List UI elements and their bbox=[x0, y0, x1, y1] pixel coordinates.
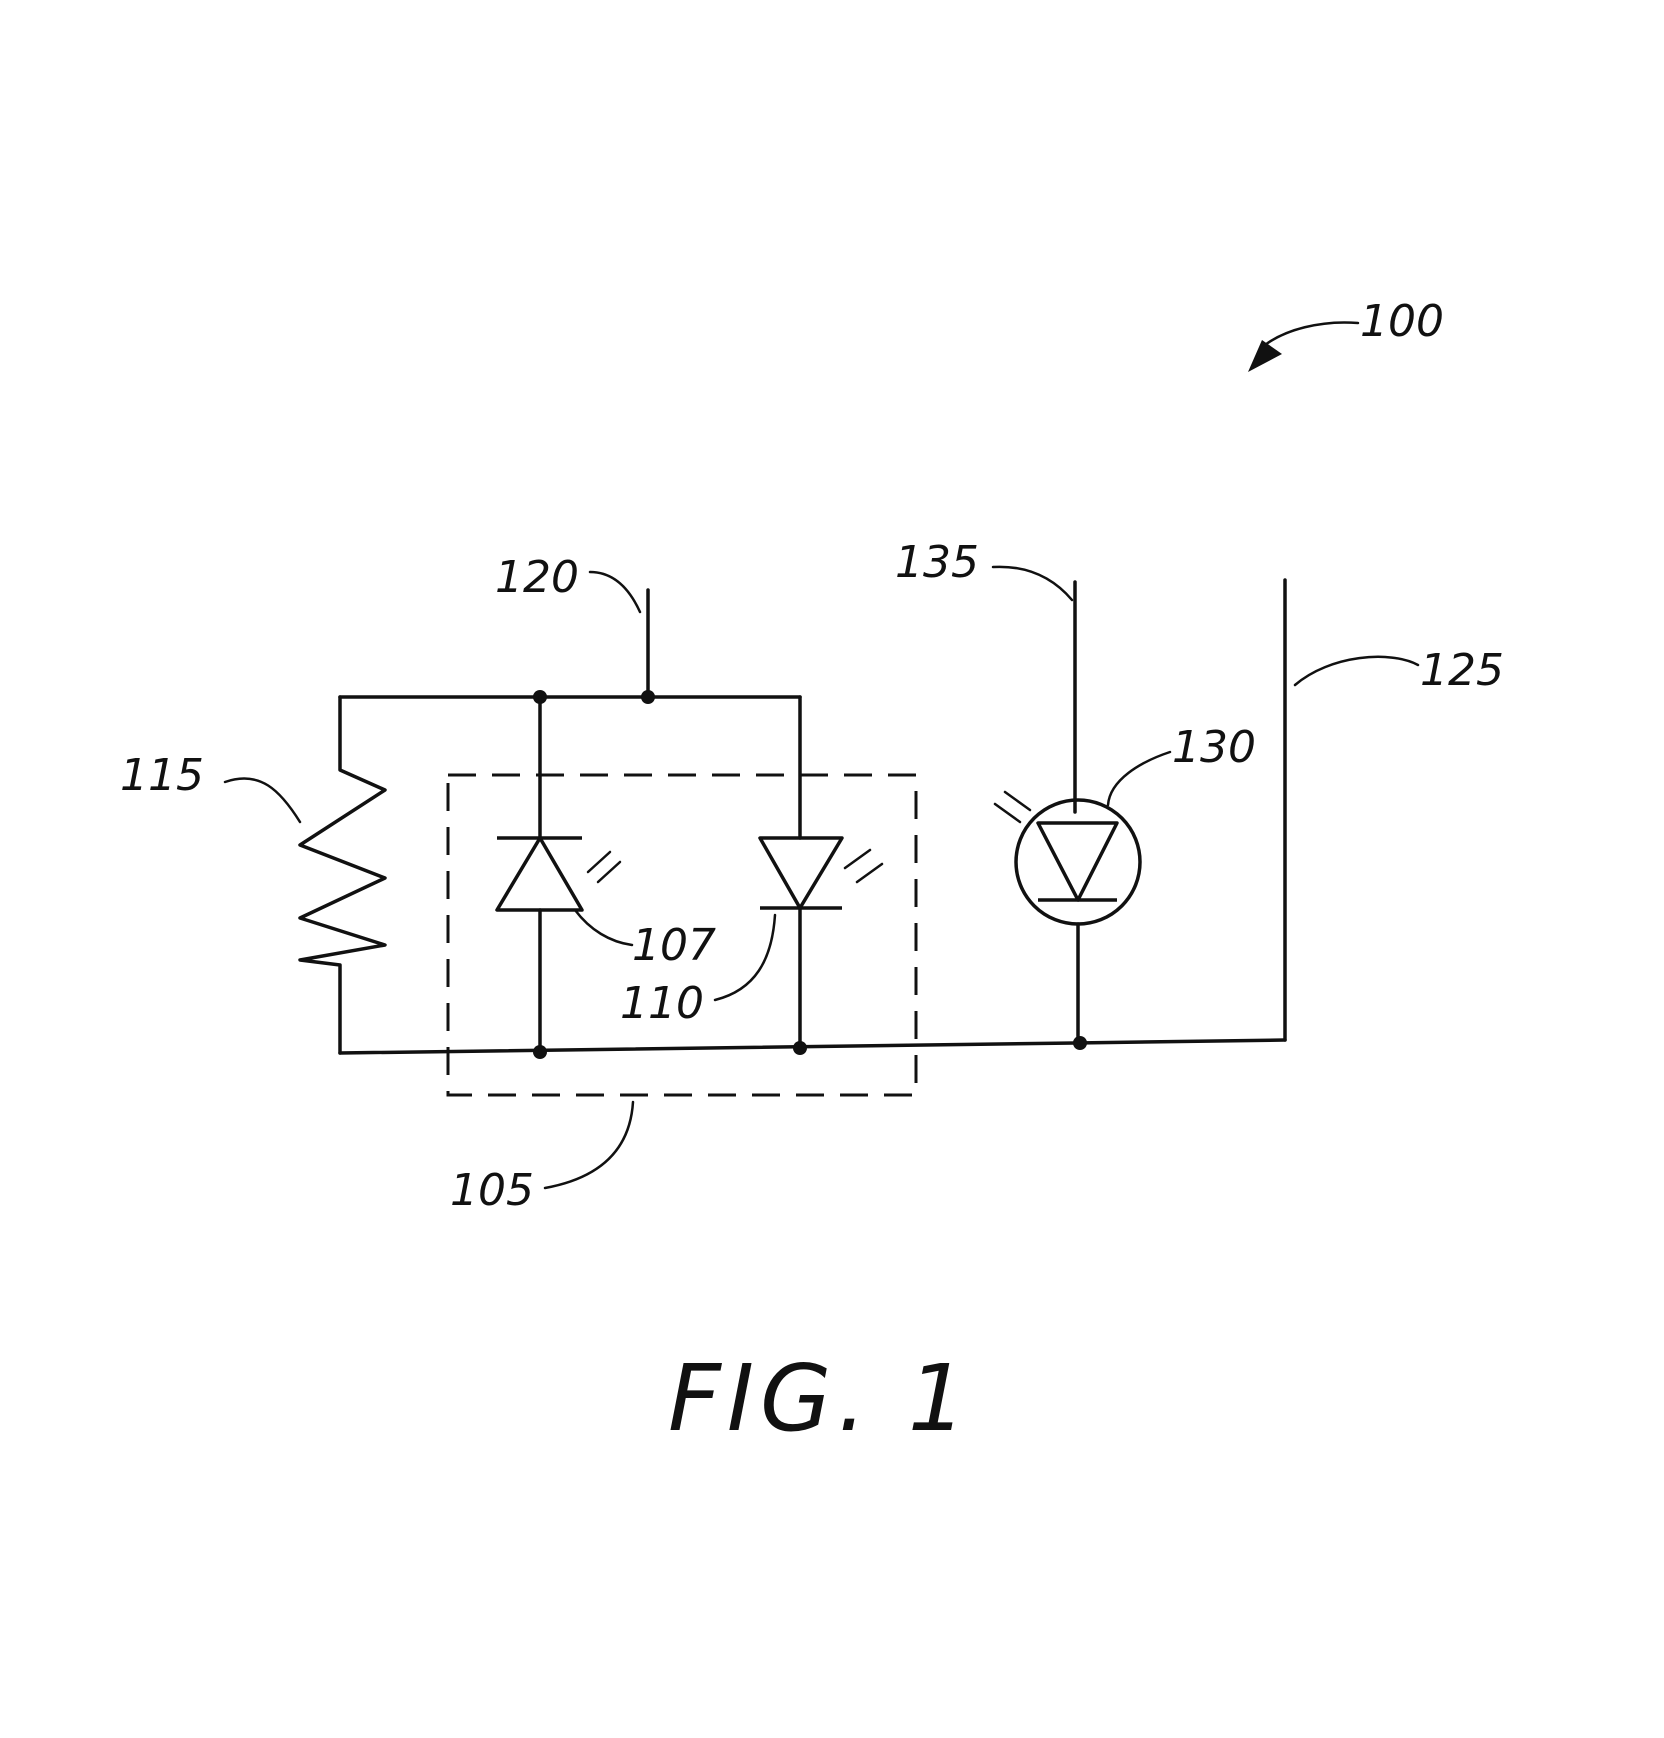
reference-100-arrowhead bbox=[1248, 340, 1282, 372]
photodiode-light-arrow bbox=[995, 804, 1020, 822]
led-110-leader bbox=[715, 915, 775, 1000]
led-110-label: 110 bbox=[620, 978, 704, 1029]
photodiode-130: 130 135 bbox=[895, 537, 1256, 1043]
terminal-120-label: 120 bbox=[495, 552, 579, 603]
led-110: 110 bbox=[620, 697, 882, 1048]
resistor-115: 115 bbox=[120, 697, 385, 1053]
terminal-125-leader bbox=[1295, 657, 1418, 685]
reference-100-leader bbox=[1265, 322, 1358, 345]
bottom-bus-wire bbox=[340, 1040, 1285, 1053]
photodiode-130-leader bbox=[1108, 752, 1170, 805]
figure-reference-100: 100 bbox=[1248, 296, 1444, 372]
resistor-115-label: 115 bbox=[120, 750, 204, 801]
reference-100-label: 100 bbox=[1360, 296, 1444, 347]
led-package-105-label: 105 bbox=[450, 1165, 534, 1216]
terminal-120-leader bbox=[590, 572, 640, 612]
resistor-zigzag bbox=[300, 697, 385, 1053]
led-package-105-leader bbox=[545, 1102, 633, 1188]
terminal-125: 125 bbox=[1285, 580, 1504, 1040]
photodiode-130-label: 130 bbox=[1172, 722, 1256, 773]
led-107-label: 107 bbox=[632, 920, 716, 971]
led-107-emission-arrow bbox=[588, 852, 610, 872]
terminal-120: 120 bbox=[495, 552, 648, 697]
junction-node bbox=[641, 690, 655, 704]
terminal-135-leader bbox=[993, 567, 1072, 600]
figure-caption: FIG. 1 bbox=[668, 1345, 972, 1452]
junction-node bbox=[1073, 1036, 1087, 1050]
led-107-emission-arrow bbox=[598, 862, 620, 882]
resistor-115-leader bbox=[225, 778, 300, 822]
terminal-135-label: 135 bbox=[895, 537, 979, 588]
photodiode-light-arrow bbox=[1005, 792, 1030, 810]
photodiode-circle bbox=[1016, 800, 1140, 924]
led-110-emission-arrow bbox=[845, 850, 870, 868]
led-107-triangle bbox=[497, 838, 582, 910]
terminal-125-label: 125 bbox=[1420, 645, 1504, 696]
led-110-emission-arrow bbox=[857, 864, 882, 882]
led-107-leader bbox=[575, 910, 632, 945]
photodiode-triangle bbox=[1038, 823, 1117, 900]
led-110-triangle bbox=[760, 838, 842, 908]
